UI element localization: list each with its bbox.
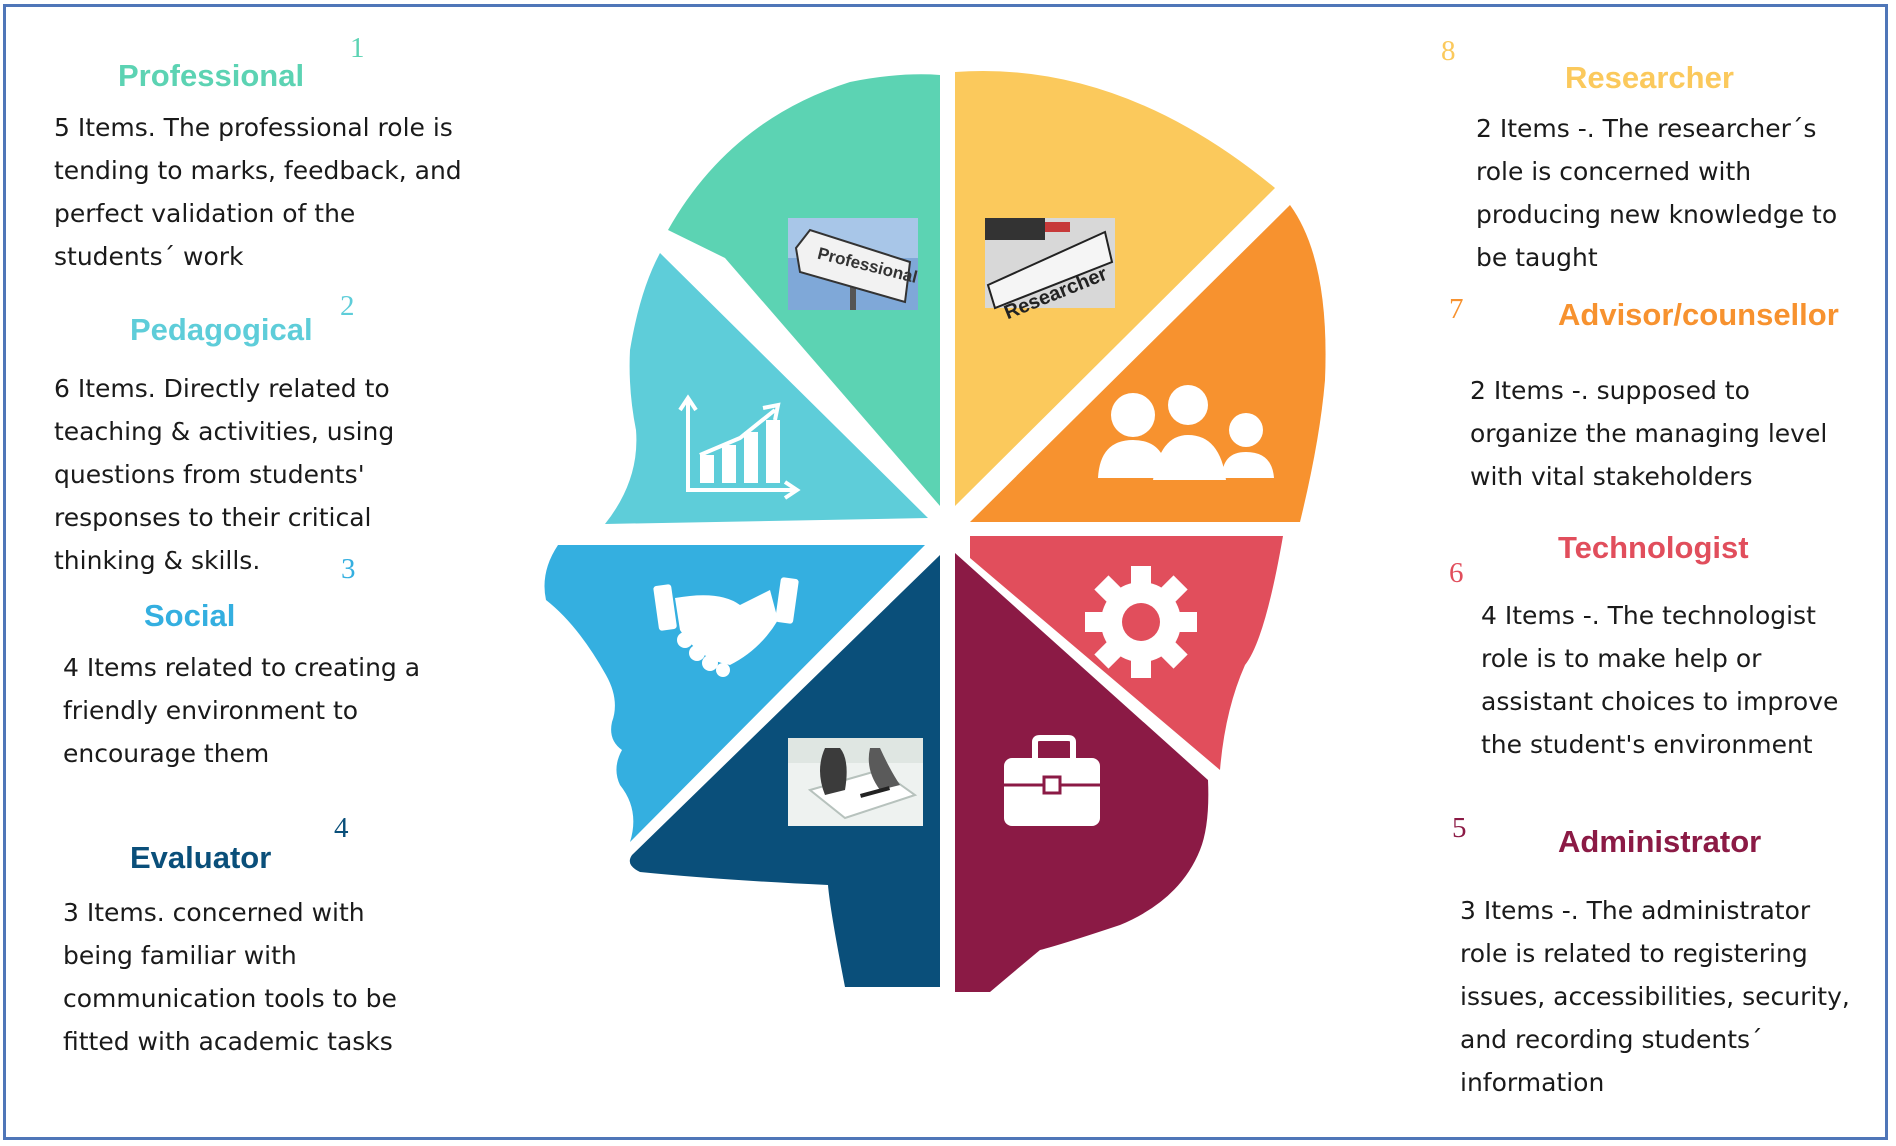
- gear-icon: [1085, 566, 1197, 678]
- segment-pedagogical: [605, 253, 928, 524]
- role-description-pedagogical: 6 Items. Directly related to teaching & …: [54, 374, 395, 575]
- handshake-icon: [653, 577, 799, 677]
- professional-signpost-image: Professional: [788, 218, 919, 310]
- role-title-researcher: Researcher: [1565, 60, 1734, 95]
- role-number-administrator: 5: [1452, 812, 1467, 844]
- role-title-professional: Professional: [118, 58, 305, 93]
- role-title-advisor: Advisor/counsellor: [1558, 297, 1839, 332]
- evaluator-document-image: [788, 738, 923, 826]
- role-number-technologist: 6: [1449, 557, 1464, 589]
- role-title-evaluator: Evaluator: [130, 840, 272, 875]
- role-title-pedagogical: Pedagogical: [130, 312, 313, 347]
- role-description-social: 4 Items related to creating a friendly e…: [63, 653, 421, 768]
- bar-chart-icon: [678, 394, 801, 500]
- role-number-evaluator: 4: [334, 812, 349, 844]
- briefcase-icon: [1004, 735, 1100, 826]
- role-description-advisor: 2 Items -. supposed to organize the mana…: [1470, 376, 1828, 491]
- role-number-professional: 1: [350, 32, 365, 64]
- role-title-administrator: Administrator: [1558, 824, 1762, 859]
- role-number-researcher: 8: [1441, 35, 1456, 67]
- people-group-icon: [1098, 385, 1274, 480]
- role-number-advisor: 7: [1449, 293, 1464, 325]
- segment-social: [544, 545, 925, 842]
- role-description-evaluator: 3 Items. concerned with being familiar w…: [63, 898, 397, 1056]
- role-description-technologist: 4 Items -. The technologist role is to m…: [1481, 601, 1839, 759]
- role-number-social: 3: [341, 553, 356, 585]
- role-number-pedagogical: 2: [340, 290, 355, 322]
- role-description-researcher: 2 Items -. The researcher´s role is conc…: [1476, 114, 1838, 272]
- role-title-social: Social: [144, 598, 236, 633]
- diagram-frame: [3, 4, 1888, 1140]
- segment-evaluator: [629, 555, 940, 987]
- role-title-technologist: Technologist: [1558, 530, 1749, 565]
- role-description-professional: 5 Items. The professional role is tendin…: [54, 113, 462, 271]
- role-description-administrator: 3 Items -. The administrator role is rel…: [1460, 896, 1850, 1097]
